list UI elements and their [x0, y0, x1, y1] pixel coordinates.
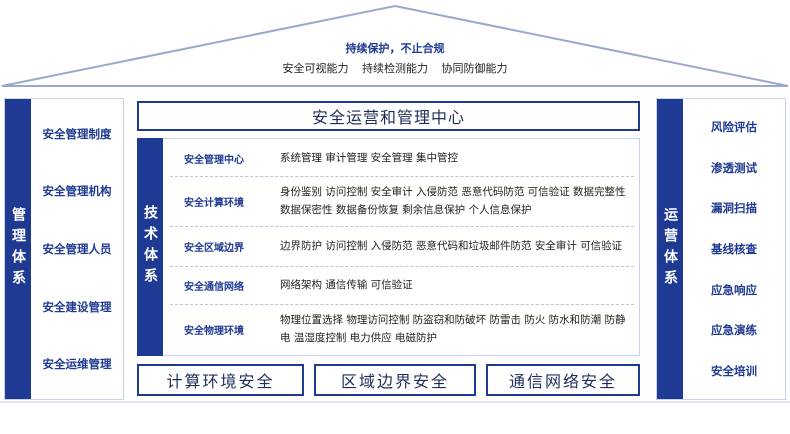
tech-row: 安全物理环境 物理位置选择 物理访问控制 防盗窃和防破坏 防雷击 防火 防水和防…	[170, 304, 634, 354]
communication-network-security-box: 通信网络安全	[486, 364, 640, 396]
management-item: 安全建设管理	[42, 299, 112, 314]
tech-system-rows: 安全管理中心 系统管理 审计管理 安全管理 集中管控 安全计算环境 身份鉴别 访…	[170, 140, 634, 354]
area-boundary-security-box: 区域边界安全	[314, 364, 476, 396]
tech-row-name: 安全区域边界	[184, 242, 244, 254]
tech-system-panel	[137, 138, 640, 356]
operations-system-panel: 运营体系 风险评估 渗透测试 漏洞扫描 基线核查 应急响应 应急演练 安全培训	[656, 98, 786, 400]
operations-item: 安全培训	[711, 363, 757, 378]
operations-system-label: 运营体系	[662, 207, 678, 291]
tech-row-name: 安全计算环境	[184, 197, 244, 209]
operations-item: 风险评估	[711, 120, 757, 135]
tech-row-content: 物理位置选择 物理访问控制 防盗窃和防破坏 防雷击 防火 防水和防潮 防静电 温…	[280, 314, 626, 344]
tech-row-name: 安全管理中心	[184, 154, 244, 166]
roof-outline	[1, 4, 789, 87]
operations-system-items: 风险评估 渗透测试 漏洞扫描 基线核查 应急响应 应急演练 安全培训	[683, 99, 785, 399]
management-item: 安全运维管理	[42, 357, 112, 372]
tech-row: 安全计算环境 身份鉴别 访问控制 安全审计 入侵防范 恶意代码防范 可信验证 数…	[170, 176, 634, 227]
roof-title: 持续保护，不止合规	[345, 42, 445, 55]
management-item: 安全管理人员	[42, 241, 112, 256]
operations-item: 基线核查	[711, 241, 757, 256]
management-system-label: 管理体系	[10, 207, 26, 291]
tech-system-label-bar: 技术体系	[137, 138, 163, 356]
tech-row: 安全管理中心 系统管理 审计管理 安全管理 集中管控	[170, 140, 634, 177]
roof-capabilities: 安全可视能力 持续检测能力 协同防御能力	[0, 60, 790, 76]
base-divider	[0, 401, 790, 403]
operations-item: 漏洞扫描	[711, 201, 757, 216]
management-item: 安全管理机构	[42, 184, 112, 199]
capability-item: 协同防御能力	[441, 62, 508, 75]
tech-system-label: 技术体系	[142, 205, 158, 289]
tech-row-name: 安全物理环境	[184, 325, 244, 337]
tech-row: 安全区域边界 边界防护 访问控制 入侵防范 恶意代码和垃圾邮件防范 安全审计 可…	[170, 226, 634, 267]
management-system-label-bar: 管理体系	[5, 99, 31, 399]
security-operations-center-title: 安全运营和管理中心	[137, 101, 640, 131]
tech-row-content: 网络架构 通信传输 可信验证	[280, 279, 413, 291]
tech-row-content: 系统管理 审计管理 安全管理 集中管控	[280, 152, 459, 164]
capability-item: 安全可视能力	[282, 62, 349, 75]
management-system-items: 安全管理制度 安全管理机构 安全管理人员 安全建设管理 安全运维管理	[31, 99, 123, 399]
operations-item: 渗透测试	[711, 160, 757, 175]
operations-item: 应急响应	[711, 282, 757, 297]
tech-row-name: 安全通信网络	[184, 281, 244, 293]
capability-item: 持续检测能力	[362, 62, 428, 75]
operations-system-label-bar: 运营体系	[657, 99, 683, 399]
compute-environment-security-box: 计算环境安全	[137, 364, 304, 396]
management-system-panel: 管理体系 安全管理制度 安全管理机构 安全管理人员 安全建设管理 安全运维管理	[4, 98, 124, 400]
tech-row: 安全通信网络 网络架构 通信传输 可信验证	[170, 266, 634, 305]
operations-item: 应急演练	[711, 323, 757, 338]
tech-row-content: 身份鉴别 访问控制 安全审计 入侵防范 恶意代码防范 可信验证 数据完整性 数据…	[280, 186, 626, 216]
management-item: 安全管理制度	[42, 126, 112, 141]
tech-row-content: 边界防护 访问控制 入侵防范 恶意代码和垃圾邮件防范 安全审计 可信验证	[280, 240, 623, 252]
